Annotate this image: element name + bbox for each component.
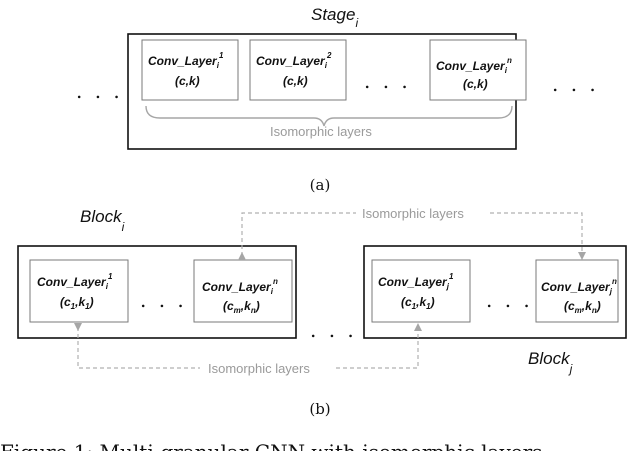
layer-params: (c,k) [463, 77, 488, 91]
layer-params: (c1,k1) [60, 295, 94, 311]
layer-label: Conv_Layeri1 [148, 51, 224, 70]
block-j-title: Blockj [528, 349, 573, 376]
layer-params: (cm,kn) [223, 299, 260, 315]
block-i-layer-n: Conv_Layerin (cm,kn) [193, 259, 293, 323]
block-j-layer-1: Conv_Layerj1 (c1,k1) [371, 259, 471, 323]
caption-b: (b) [309, 400, 330, 418]
diagram-b: Blocki Conv_Layeri1 (c1,k1) . . . Conv_L… [17, 206, 627, 418]
caption-a: (a) [310, 176, 331, 194]
figure-caption: Figure 1: Multi-granular CNN with isomor… [0, 440, 542, 451]
layer-params: (c,k) [283, 74, 308, 88]
layer-label: Conv_Layeri1 [37, 272, 113, 291]
layer-label: Conv_Layerin [202, 277, 278, 296]
ellipsis-left: . . . [76, 79, 123, 103]
stage-layer-1: Conv_Layeri1 (c,k) [141, 39, 239, 101]
stage-layer-n: Conv_Layerin (c,k) [429, 39, 527, 101]
layer-label: Conv_Layerin [436, 56, 512, 75]
layer-params: (c,k) [175, 74, 200, 88]
stage-layer-2: Conv_Layeri2 (c,k) [249, 39, 347, 101]
ellipsis: . . . [486, 288, 533, 312]
layer-label: Conv_Layeri2 [256, 51, 332, 70]
layer-params: (cm,kn) [564, 299, 601, 315]
ellipsis-between-blocks: . . . [310, 318, 357, 342]
top-connector-left [238, 212, 356, 260]
layer-label: Conv_Layerjn [541, 277, 617, 296]
block-i-layer-1: Conv_Layeri1 (c1,k1) [29, 259, 129, 323]
ellipsis: . . . [140, 288, 187, 312]
ellipsis: . . . [364, 69, 411, 93]
top-connector-label: Isomorphic layers [362, 206, 464, 221]
brace-label: Isomorphic layers [270, 124, 372, 139]
stage-title: Stagei [311, 5, 358, 30]
block-i-title: Blocki [80, 207, 125, 234]
ellipsis-right: . . . [552, 72, 599, 96]
top-connector-right [490, 212, 586, 260]
bottom-connector-left [74, 323, 200, 369]
layer-params: (c1,k1) [401, 295, 435, 311]
isomorphic-brace [145, 105, 513, 127]
block-j-layer-n: Conv_Layerjn (cm,kn) [535, 259, 619, 323]
bottom-connector-label: Isomorphic layers [208, 361, 310, 376]
layer-label: Conv_Layerj1 [378, 272, 454, 291]
diagram-a: Stagei Conv_Layeri1 (c,k) Conv_Layeri2 (… [76, 5, 599, 194]
